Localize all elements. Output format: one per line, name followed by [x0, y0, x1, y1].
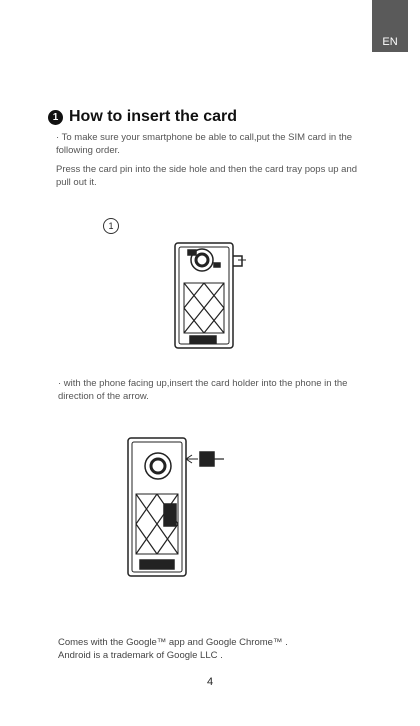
trademark-line-2: Android is a trademark of Google LLC . — [58, 650, 223, 661]
phone-card-insert-illustration — [127, 437, 224, 577]
section-heading: 1 How to insert the card — [48, 108, 237, 126]
step-marker: 1 — [103, 218, 119, 234]
page-number: 4 — [206, 676, 214, 688]
trademark-note: Comes with the Google™ app and Google Ch… — [58, 636, 358, 662]
step1-paragraph: Press the card pin into the side hole an… — [56, 164, 358, 188]
step2-paragraph: · with the phone facing up,insert the ca… — [58, 378, 348, 402]
language-label: EN — [382, 36, 398, 48]
intro-paragraph: · To make sure your smartphone be able t… — [56, 132, 353, 156]
trademark-line-1: Comes with the Google™ app and Google Ch… — [58, 637, 288, 648]
section-title: How to insert the card — [69, 108, 238, 125]
section-number-badge: 1 — [48, 109, 63, 125]
phone-card-eject-illustration — [174, 242, 246, 349]
language-tab: EN — [372, 0, 408, 52]
